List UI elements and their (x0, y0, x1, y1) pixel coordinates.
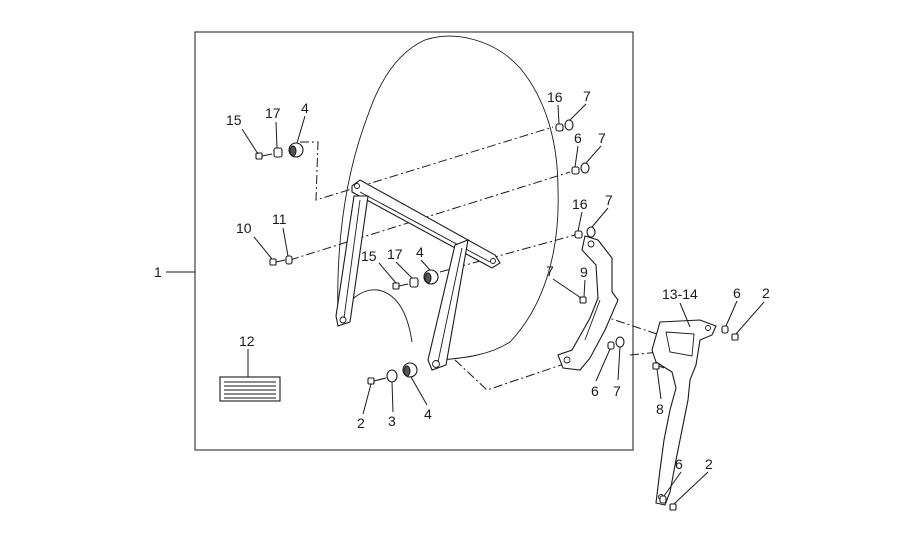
callout-11: 11 (272, 211, 287, 227)
callout-1: 1 (154, 264, 162, 280)
callout-6-bracket: 6 (591, 383, 599, 399)
callout-4-lower: 4 (424, 406, 432, 422)
callout-8: 8 (656, 401, 664, 417)
kit-boundary-box (194, 31, 634, 451)
nut-16-lower (574, 230, 583, 239)
callout-15-center: 15 (361, 248, 377, 264)
label-sticker-12 (219, 376, 281, 402)
callout-2-right-upper: 2 (762, 285, 770, 301)
screw-2-right-lower (669, 503, 677, 511)
callout-17-center: 17 (387, 246, 403, 262)
washer-11 (285, 255, 293, 265)
washer-6-upper (571, 166, 580, 175)
callout-16-lower: 16 (572, 196, 588, 212)
guide-line-middle (289, 171, 571, 261)
callout-13-14: 13-14 (662, 286, 698, 302)
guide-line-bracket (454, 359, 571, 391)
callout-4-center: 4 (416, 244, 424, 260)
washer-6-right-lower (659, 495, 667, 504)
side-bracket (557, 235, 619, 371)
callout-16-upper: 16 (547, 89, 563, 105)
callout-6-upper: 6 (574, 130, 582, 146)
screw-2-right-upper (731, 333, 739, 341)
long-bracket-13-14 (651, 319, 717, 506)
callout-3: 3 (388, 413, 396, 429)
callout-7-bracket: 7 (613, 383, 621, 399)
callout-17-left: 17 (265, 105, 281, 121)
washer-3 (386, 369, 398, 383)
spacer-17-left (273, 147, 283, 158)
guide-line-upper (300, 126, 554, 201)
leader-lines (166, 103, 765, 505)
screw-9 (579, 296, 587, 304)
grommet-4-lower (402, 362, 418, 378)
callout-7-upper: 7 (583, 88, 591, 104)
callout-7-bracket-left: 7 (546, 263, 554, 279)
callout-10: 10 (236, 220, 252, 236)
screw-15-left (255, 152, 273, 160)
screw-15-center (392, 282, 409, 290)
nut-16-upper (555, 123, 564, 132)
screw-10 (269, 258, 286, 266)
callout-7-middle: 7 (598, 130, 606, 146)
left-strut (335, 195, 369, 327)
nut-7-upper (564, 119, 574, 131)
grommet-4-left (288, 142, 304, 158)
callout-6-right-upper: 6 (733, 285, 741, 301)
callout-6-right-lower: 6 (675, 456, 683, 472)
nut-7-lower (586, 226, 596, 238)
screw-2-lower (367, 377, 387, 385)
nut-7-bracket (615, 336, 625, 348)
right-strut (427, 239, 469, 371)
callout-2-lower: 2 (357, 415, 365, 431)
washer-6-bracket (607, 341, 615, 350)
callout-12: 12 (239, 333, 255, 349)
callout-4-left: 4 (301, 100, 309, 116)
callout-9: 9 (580, 264, 588, 280)
callout-2-right-lower: 2 (705, 456, 713, 472)
nut-7-middle (580, 162, 590, 174)
grommet-4-center (423, 269, 439, 285)
windshield-screen (337, 35, 559, 361)
screw-8 (652, 362, 665, 370)
guide-line-right (599, 314, 691, 346)
spacer-17-center (409, 277, 419, 288)
washer-6-right-upper (721, 325, 729, 334)
callout-7-lower: 7 (605, 192, 613, 208)
callout-15-left: 15 (226, 112, 242, 128)
